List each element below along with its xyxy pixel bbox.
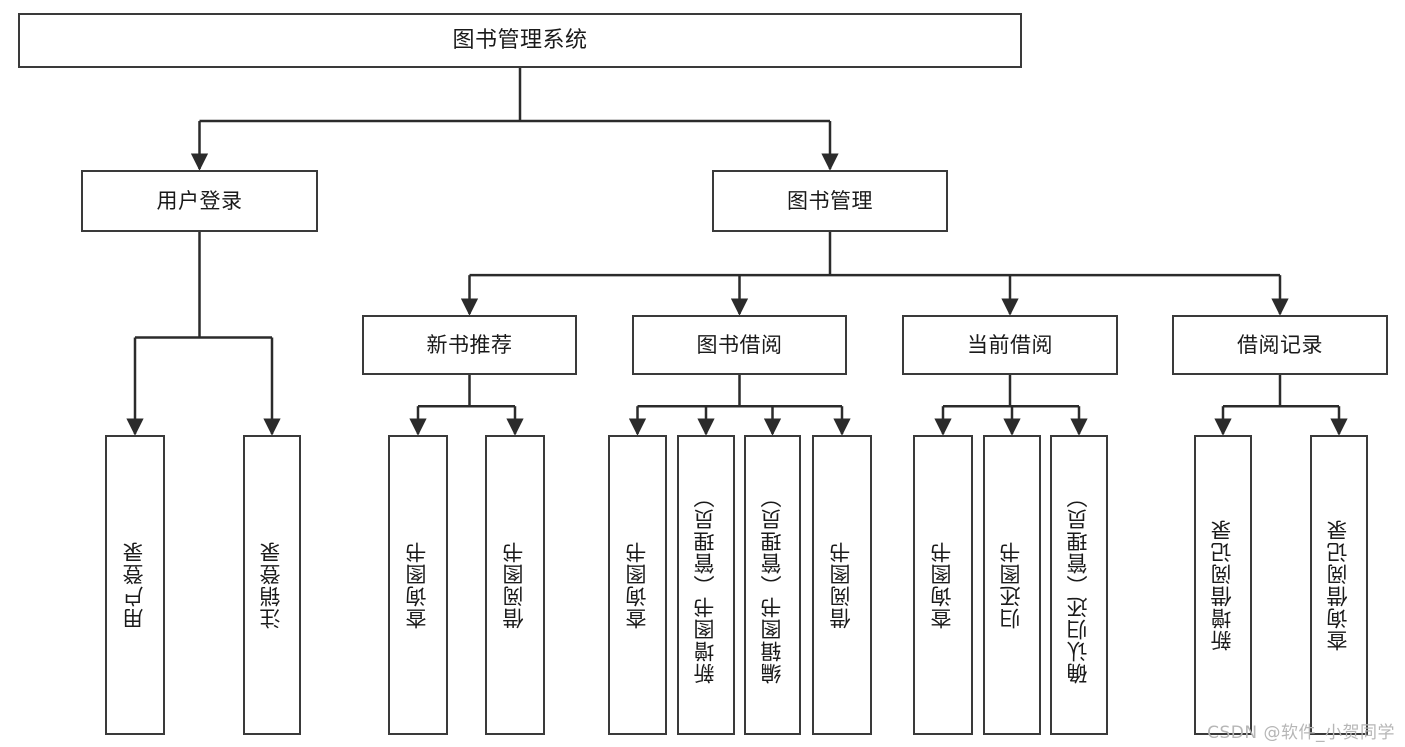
node-label: 新增图书（管理员） <box>693 486 718 684</box>
node-label: 图书管理系统 <box>452 27 588 53</box>
node-label: 用户登录 <box>122 541 147 629</box>
node-borrow[interactable]: 图书借阅 <box>632 315 847 375</box>
watermark: CSDN @软件_小贺同学 <box>1207 723 1395 743</box>
node-label: 查询图书 <box>624 541 649 629</box>
node-leaf-query-book-3[interactable]: 查询图书 <box>913 435 973 735</box>
node-root[interactable]: 图书管理系统 <box>18 13 1022 68</box>
node-label: 查询借阅记录 <box>1326 519 1351 651</box>
node-label: 用户登录 <box>156 188 243 213</box>
node-label: 注销登录 <box>259 541 284 629</box>
node-label: 当前借阅 <box>967 332 1053 357</box>
node-label: 新书推荐 <box>426 332 513 357</box>
node-label: 编辑图书（管理员） <box>759 486 784 684</box>
node-leaf-query-record[interactable]: 查询借阅记录 <box>1310 435 1368 735</box>
node-label: 图书管理 <box>787 188 873 213</box>
node-newbook[interactable]: 新书推荐 <box>362 315 577 375</box>
node-current[interactable]: 当前借阅 <box>902 315 1118 375</box>
node-label: 图书借阅 <box>696 332 783 357</box>
node-leaf-user-login[interactable]: 用户登录 <box>105 435 165 735</box>
node-leaf-add-record[interactable]: 新增借阅记录 <box>1194 435 1252 735</box>
node-label: 借阅图书 <box>502 541 527 629</box>
node-leaf-user-logout[interactable]: 注销登录 <box>243 435 301 735</box>
node-label: 借阅图书 <box>829 541 854 629</box>
node-leaf-borrow-book-2[interactable]: 借阅图书 <box>812 435 872 735</box>
node-label: 归还图书 <box>999 541 1024 629</box>
node-leaf-edit-book[interactable]: 编辑图书（管理员） <box>744 435 801 735</box>
node-label: 借阅记录 <box>1237 332 1323 357</box>
node-label: 查询图书 <box>405 541 430 629</box>
node-leaf-borrow-book-1[interactable]: 借阅图书 <box>485 435 545 735</box>
node-leaf-add-book[interactable]: 新增图书（管理员） <box>677 435 735 735</box>
node-label: 新增借阅记录 <box>1210 519 1235 651</box>
node-login[interactable]: 用户登录 <box>81 170 318 232</box>
node-records[interactable]: 借阅记录 <box>1172 315 1388 375</box>
node-label: 查询图书 <box>930 541 955 629</box>
node-bookmgmt[interactable]: 图书管理 <box>712 170 948 232</box>
node-leaf-query-book-1[interactable]: 查询图书 <box>388 435 448 735</box>
node-leaf-return-book[interactable]: 归还图书 <box>983 435 1041 735</box>
node-leaf-query-book-2[interactable]: 查询图书 <box>608 435 667 735</box>
node-label: 确认归还（管理员） <box>1066 486 1091 684</box>
node-leaf-confirm-return[interactable]: 确认归还（管理员） <box>1050 435 1108 735</box>
